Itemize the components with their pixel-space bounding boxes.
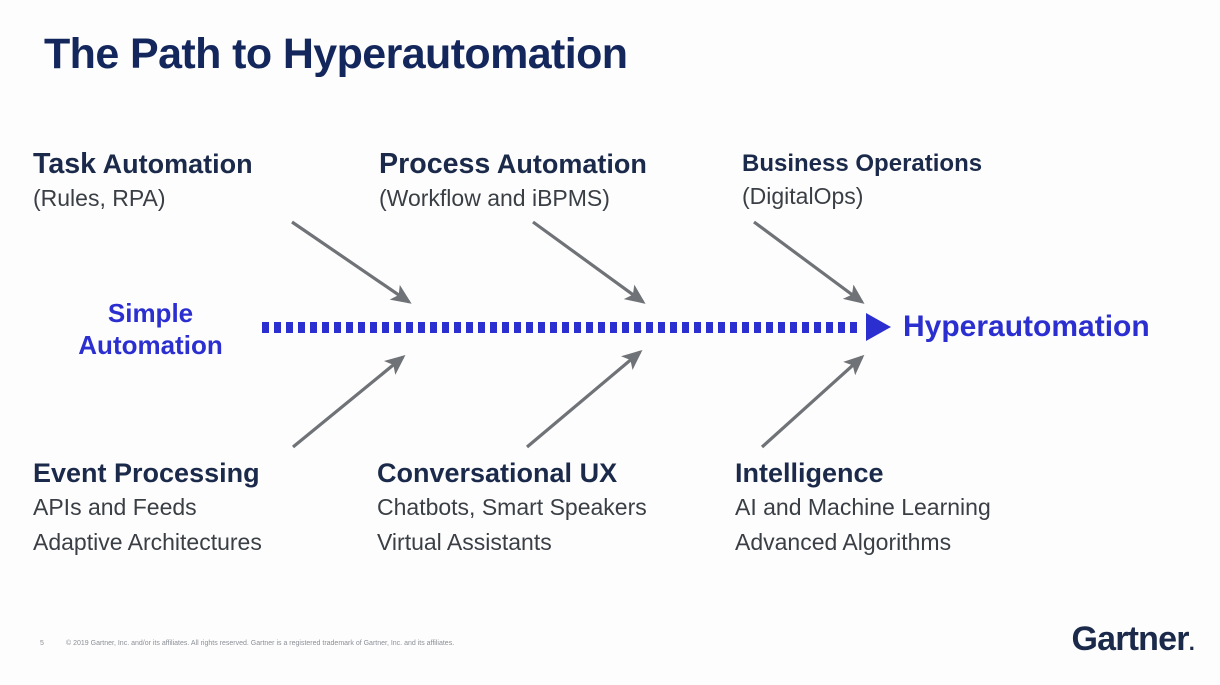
node-process-automation-heading-rest: Automation [490,149,647,179]
node-business-operations-heading-lead: Business [742,150,849,177]
node-task-automation-heading: Task Automation [33,148,253,180]
node-conversational-ux-heading-lead: Conversational [377,458,573,488]
node-event-processing-heading-lead: Event [33,458,107,488]
node-intelligence-subtitle-2: Advanced Algorithms [735,528,952,555]
node-task-automation-heading-rest: Automation [96,149,253,179]
page-title: The Path to Hyperautomation [44,30,628,78]
node-business-operations-subtitle: (DigitalOps) [742,182,864,209]
node-process-automation: Process Automation (Workflow and iBPMS) [379,148,647,213]
node-task-automation-subtitle: (Rules, RPA) [33,185,166,212]
arrow-process-to-spine [532,220,646,304]
start-label-simple-automation: Simple Automation [48,298,253,361]
node-process-automation-heading-lead: Process [379,148,491,180]
gartner-logo-dot: . [1188,630,1195,655]
node-event-processing-heading: Event Processing [33,458,262,488]
node-process-automation-heading: Process Automation [379,148,647,180]
arrow-intel-to-spine [760,354,865,449]
node-process-automation-subtitle: (Workflow and iBPMS) [379,185,610,212]
node-conversational-ux-heading-rest: UX [572,458,618,488]
node-task-automation: Task Automation (Rules, RPA) [33,148,253,213]
node-intelligence: Intelligence AI and Machine Learning Adv… [735,458,991,557]
node-business-operations: Business Operations (DigitalOps) [742,150,983,211]
node-conversational-ux-heading: Conversational UX [377,458,647,488]
start-label-line-2: Automation [78,329,223,360]
node-event-processing-heading-rest: Processing [106,458,260,488]
arrow-event-to-spine [291,354,406,449]
arrow-business-to-spine [753,220,865,304]
node-conversational-ux-subtitle-2: Virtual Assistants [377,528,552,555]
node-event-processing: Event Processing APIs and Feeds Adaptive… [33,458,262,557]
node-intelligence-heading: Intelligence [735,458,991,488]
node-event-processing-subtitle-2: Adaptive Architectures [33,528,262,555]
footer-copyright: © 2019 Gartner, Inc. and/or its affiliat… [66,640,455,647]
arrow-convo-to-spine [525,349,643,449]
node-conversational-ux-subtitle-1: Chatbots, Smart Speakers [377,494,647,521]
footer-page-number: 5 [40,640,44,647]
start-label-line-1: Simple [107,298,194,328]
end-label-hyperautomation: Hyperautomation [903,310,1150,343]
node-intelligence-heading-lead: Intelligence [735,458,884,488]
gartner-logo: Gartner. [1071,620,1194,659]
arrow-task-to-spine [291,220,412,304]
node-conversational-ux: Conversational UX Chatbots, Smart Speake… [377,458,647,557]
node-business-operations-heading-rest: Operations [848,150,983,177]
node-intelligence-subtitle-1: AI and Machine Learning [735,494,991,521]
node-task-automation-heading-lead: Task [33,148,97,180]
gartner-logo-text: Gartner [1071,620,1189,658]
node-business-operations-heading: Business Operations [742,150,983,178]
hyperautomation-path-arrowhead [866,313,891,341]
node-event-processing-subtitle-1: APIs and Feeds [33,494,197,521]
hyperautomation-path-line [262,322,862,333]
